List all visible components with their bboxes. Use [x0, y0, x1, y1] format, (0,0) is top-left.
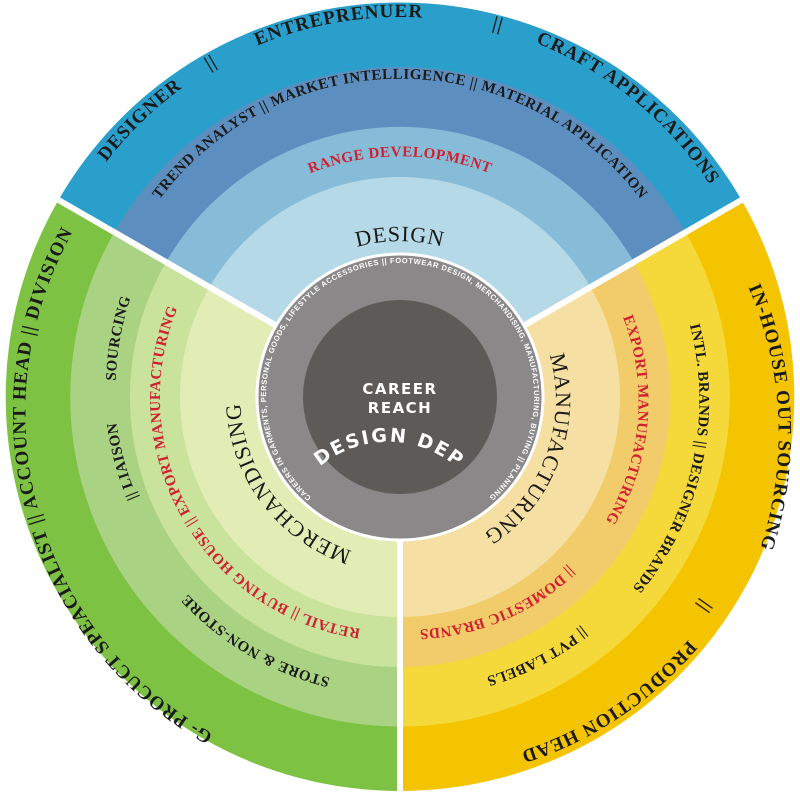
- center-inner-disc: [303, 300, 497, 494]
- center-title-line2: REACH: [368, 399, 432, 417]
- center-title-line1: CAREER: [362, 380, 437, 398]
